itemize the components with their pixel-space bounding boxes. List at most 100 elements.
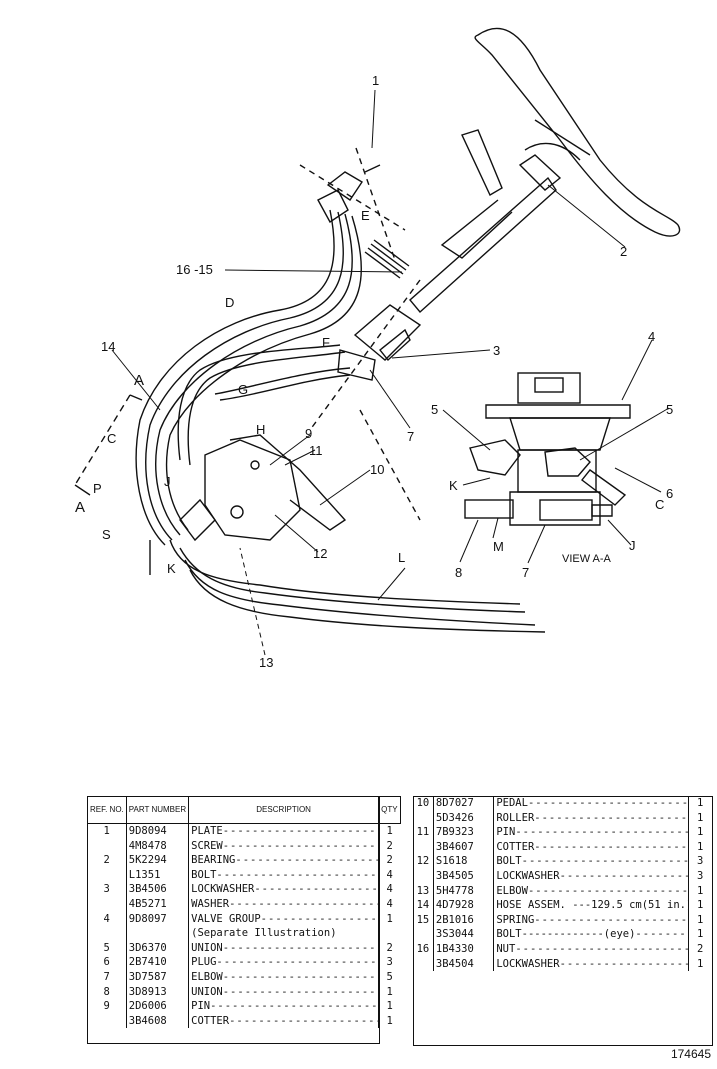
table-row: 3B4608COTTER----------------------------… bbox=[88, 1013, 401, 1029]
part-number-cell: 3D6370 bbox=[125, 940, 189, 956]
qty-cell-text: 1 bbox=[697, 928, 704, 941]
parts-table-left-body: 19D8094PLATE----------------------------… bbox=[88, 823, 401, 1029]
part-number-cell-text: 2B1016 bbox=[435, 913, 474, 926]
part-number-cell-text: 3B4504 bbox=[435, 957, 474, 970]
ref-cell-text: 8 bbox=[103, 985, 110, 998]
part-number-cell-text: 2D6006 bbox=[128, 1000, 167, 1013]
callout-m: M bbox=[493, 539, 504, 554]
description-cell: LOCKWASHER------------------------------… bbox=[493, 956, 689, 972]
qty-cell: 1 bbox=[688, 927, 711, 942]
leader-lines bbox=[111, 89, 670, 656]
part-number-cell-text: 3B4506 bbox=[128, 883, 167, 896]
part-number-cell: 5D3426 bbox=[432, 810, 494, 826]
part-number-cell: 4M8478 bbox=[125, 838, 189, 854]
leader-dots: ------------------------------- bbox=[210, 1000, 379, 1013]
hoses bbox=[135, 209, 546, 633]
leader-dots: ------------------------------- bbox=[527, 884, 689, 897]
part-number-cell-text: 4B5271 bbox=[128, 897, 167, 910]
spring bbox=[364, 239, 410, 279]
qty-cell: 2 bbox=[378, 853, 401, 868]
ref-cell: 9 bbox=[88, 999, 127, 1014]
callout-11: 11 bbox=[309, 443, 323, 458]
description-cell: UNION------------------------------- bbox=[188, 984, 379, 1000]
leader-dots: ------------------------------- bbox=[515, 942, 689, 955]
ref-cell-text: 15 bbox=[416, 913, 430, 926]
callout-h: H bbox=[256, 422, 266, 437]
table-row: 53D6370UNION----------------------------… bbox=[88, 940, 401, 956]
ref-cell-text: 7 bbox=[103, 970, 110, 983]
callout-f: F bbox=[322, 335, 330, 350]
leader-dots: ------------------------------- bbox=[222, 825, 379, 837]
description-cell: WASHER------------------------------- bbox=[188, 896, 379, 912]
qty-cell: 2 bbox=[688, 941, 711, 957]
description-cell: BOLT-------------(eye)------------------… bbox=[493, 927, 689, 942]
table-row: 4B5271 WASHER----------------------------… bbox=[88, 896, 401, 912]
description-cell-text: PLUG bbox=[191, 956, 217, 969]
parts-table-right: 108D7027PEDAL---------------------------… bbox=[413, 796, 711, 972]
leader-dots: ------------------------------- bbox=[229, 897, 379, 910]
leader-dots: ------------------------------- bbox=[216, 868, 378, 881]
part-number-cell: 2B7410 bbox=[125, 955, 189, 970]
ref-cell bbox=[413, 927, 433, 942]
callout-p: P bbox=[93, 481, 102, 496]
description-cell: COTTER------------------------------- bbox=[188, 1013, 379, 1029]
part-number-cell-text: 3S3044 bbox=[435, 928, 474, 941]
qty-cell: 3 bbox=[378, 955, 401, 970]
ref-cell: 1 bbox=[88, 824, 127, 839]
leader-dots: ------------------------------- bbox=[222, 970, 379, 983]
part-number-cell: 3B4607 bbox=[432, 839, 494, 855]
qty-cell: 1 bbox=[378, 984, 401, 1000]
qty-cell: 2 bbox=[378, 940, 401, 956]
ref-cell: 5 bbox=[88, 941, 127, 956]
ref-cell-text: 16 bbox=[416, 942, 430, 955]
leader-dots: ------------------------------- bbox=[222, 839, 379, 852]
ref-cell bbox=[413, 957, 433, 972]
part-number-cell-text: 3D7587 bbox=[128, 970, 167, 983]
callout-5-left: 5 bbox=[431, 402, 439, 417]
description-cell: PLUG------------------------------- bbox=[188, 955, 379, 970]
ref-cell: 11 bbox=[413, 825, 433, 840]
pedal-assembly bbox=[149, 434, 347, 575]
part-number-cell-text: S1618 bbox=[435, 855, 468, 868]
callout-j-right: J bbox=[629, 538, 636, 553]
description-cell: PIN------------------------------- bbox=[188, 999, 379, 1014]
qty-cell: 3 bbox=[688, 868, 711, 884]
table-row: 108D7027PEDAL---------------------------… bbox=[413, 796, 711, 811]
part-number-cell: 3D7587 bbox=[125, 969, 189, 985]
table-row: 62B7410PLUG-----------------------------… bbox=[88, 955, 401, 970]
description-cell-text: PLATE bbox=[191, 825, 223, 837]
part-number-cell: 7B9323 bbox=[432, 825, 494, 840]
description-cell-text: ROLLER bbox=[496, 811, 535, 824]
callout-16-15: 16 -15 bbox=[176, 262, 213, 277]
leader-dots: ------------------------------- bbox=[534, 913, 689, 926]
leader-dots: ------------------------------- bbox=[635, 928, 688, 941]
callout-e: E bbox=[361, 208, 370, 223]
description-cell: VALVE GROUP-----------------------------… bbox=[188, 911, 379, 927]
part-number-cell: 2B1016 bbox=[432, 912, 494, 928]
description-cell-text: UNION bbox=[191, 941, 223, 954]
view-a-a-valve bbox=[464, 372, 631, 526]
qty-cell: 1 bbox=[688, 883, 711, 899]
qty-cell-text: 3 bbox=[697, 869, 704, 882]
qty-cell: 1 bbox=[688, 825, 711, 840]
callout-g: G bbox=[238, 382, 249, 397]
parts-illustration bbox=[74, 27, 681, 656]
table-row: L1351BOLT-------------------------------… bbox=[88, 867, 401, 883]
section-arrows bbox=[74, 394, 143, 496]
qty-cell-text: 1 bbox=[386, 912, 393, 925]
ref-cell-text: 12 bbox=[416, 855, 430, 868]
description-cell-text: LOCKWASHER bbox=[496, 869, 560, 882]
part-number-cell: 5H4778 bbox=[432, 883, 494, 899]
callout-c-right: C bbox=[655, 497, 665, 512]
leader-dots: ------------------------------- bbox=[521, 855, 689, 868]
ref-cell-text: 13 bbox=[416, 884, 430, 897]
part-number-cell: 8D7027 bbox=[432, 796, 494, 811]
qty-cell-text: 4 bbox=[386, 883, 393, 896]
description-cell-text: BOLT bbox=[191, 868, 217, 881]
qty-cell-text: 4 bbox=[386, 897, 393, 910]
description-cell-text: PIN bbox=[191, 1000, 211, 1013]
qty-cell-text: 1 bbox=[386, 1000, 393, 1013]
part-number-cell: 4D7928 bbox=[432, 898, 494, 913]
parts-table-right-body: 108D7027PEDAL---------------------------… bbox=[413, 796, 711, 972]
